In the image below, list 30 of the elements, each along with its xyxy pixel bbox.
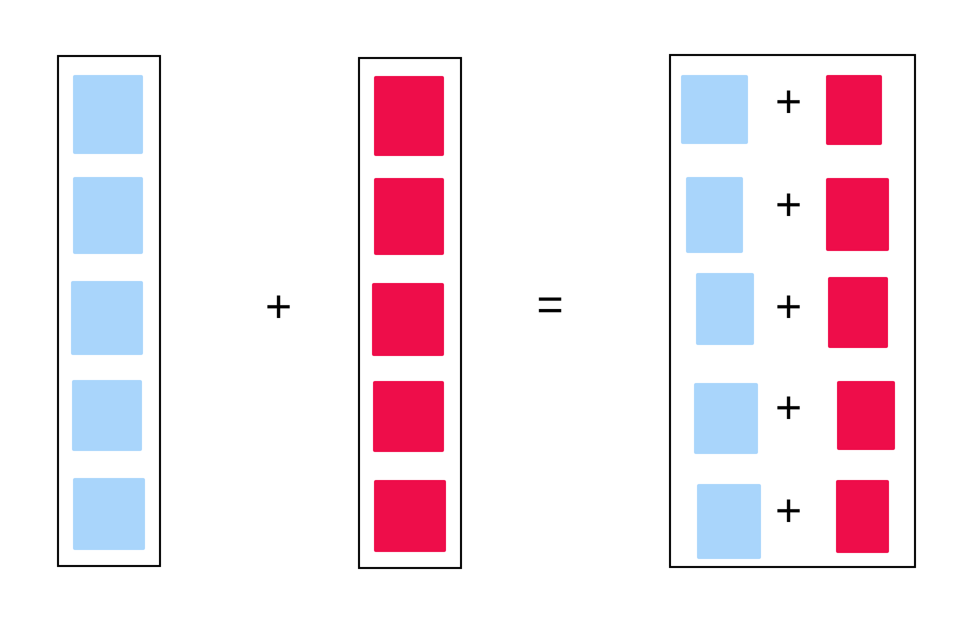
square-tile [686,176,742,252]
square-tile [374,178,444,254]
square-tile [680,74,748,144]
plus-sign: + [775,181,802,227]
square-tile [374,76,444,156]
square-tile [72,176,142,254]
square-tile [72,380,142,450]
square-tile [826,74,882,144]
square-tile [72,478,144,550]
plus-sign: + [775,487,802,533]
square-tile [836,380,894,450]
square-tile [696,272,754,344]
plus-sign: + [775,282,802,328]
square-tile [372,282,444,356]
square-tile [826,178,888,250]
plus-sign: + [775,384,802,430]
square-tile [372,380,444,452]
square-tile [72,74,142,154]
square-tile [374,480,446,552]
outlined-frame [358,57,462,569]
square-tile [828,276,888,348]
plus-sign: + [265,283,292,329]
square-tile [836,480,888,552]
square-tile [70,280,142,354]
square-tile [694,382,758,454]
equals-sign: = [536,281,564,327]
outlined-frame [57,55,161,567]
outlined-frame [669,54,916,568]
square-tile [696,484,760,558]
plus-sign: + [775,78,802,124]
